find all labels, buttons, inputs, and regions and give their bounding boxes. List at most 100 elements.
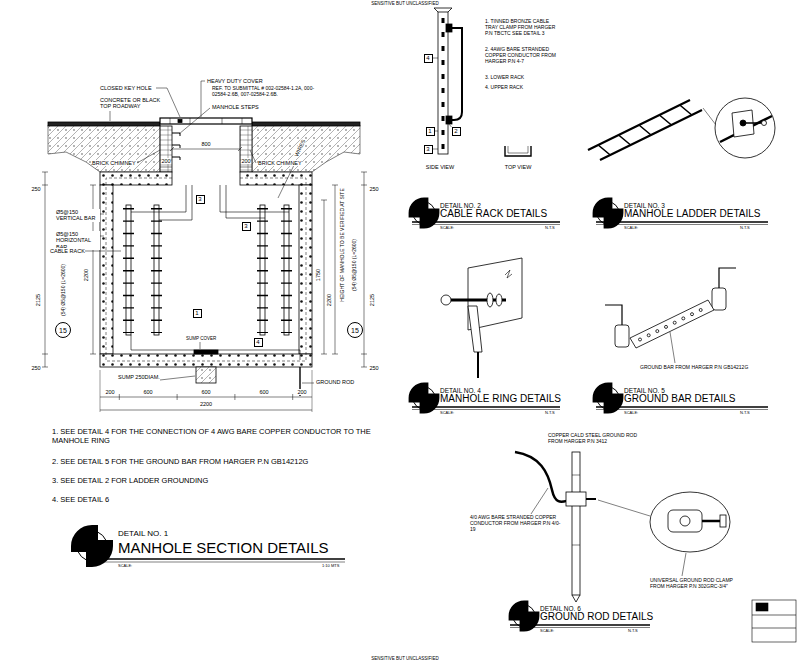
callout-number: 1 [195,310,198,316]
annotation-label: MANHOLE STEPS [212,104,259,110]
section-marker-circle: 15 [55,322,71,338]
manhole-ring-detail-part [410,384,439,413]
manhole-section-part [100,370,312,412]
ground-bar-detail-part [596,406,768,408]
classification-marking: SENSITIVE BUT UNCLASSIFIED [371,656,439,661]
manhole-section [42,81,367,566]
manhole-ring-detail-part [441,295,451,305]
general-note: 2. SEE DETAIL 5 FOR THE GROUND BAR FROM … [52,458,382,467]
manhole-ladder-detail [588,98,775,227]
callout-number: 3 [426,146,429,152]
detail-title: CABLE RACK DETAILS [440,209,547,219]
dimension-label: (54) Ø5@150 (L=2600) [61,264,67,316]
ground-bar-detail-part-part [656,330,659,333]
manhole-ladder-detail-part [596,221,768,223]
manhole-section-part [250,150,256,163]
view-label: SIDE VIEW [426,164,454,170]
title-block-part [756,603,768,611]
manhole-section-part [240,172,312,185]
annotation-label: BRICK CHIMNEY [258,160,302,166]
manhole-section-part [160,167,252,168]
manhole-ring-detail-part [477,352,479,378]
dimension-label: 2200 [200,401,212,407]
key-item: 1. TINNED BRONZE CABLE TRAY CLAMP FROM H… [485,19,557,36]
scale-label: N.T.S [545,226,555,231]
ground-bar-detail-part [712,288,726,310]
dimension-label: 250 [31,186,40,192]
callout-number: 1 [428,128,431,134]
ground-rod-detail-part [510,602,539,631]
ground-rod-detail-part [572,595,580,602]
ground-rod-detail-part [720,515,726,527]
scale-label: SCALE: [540,629,554,634]
cable-rack-detail-part [412,224,560,225]
ground-rod-detail-part [586,498,596,500]
dimension-label: 200 [241,158,250,164]
cable-rack-detail-part [446,116,452,124]
manhole-section-part [110,111,111,121]
manhole-section-part [172,133,180,160]
annotation-label: REF. TO SUBMITTAL # 002-02584-1.2A, 000-… [212,86,322,98]
cable-rack-detail-part [434,8,452,12]
dimension-label: 250 [369,365,378,371]
key-item: 2. 4AWG BARE STRANDED COPPER CONDUCTOR F… [485,47,557,64]
ground-rod-detail-part [598,500,650,516]
manhole-ladder-detail-part [596,224,768,225]
annotation-label: UNIVERSAL GROUND ROD CLAMP FROM HARGER P… [650,578,745,590]
manhole-section-part [178,120,182,123]
callout-number: 2 [454,128,457,134]
ground-rod-detail-part [510,627,650,628]
manhole-section-part [48,122,160,126]
manhole-section-part [100,185,113,354]
dimension-label: 2125 [369,294,375,306]
ground-bar-detail-part-part [682,317,685,320]
scale-label: SCALE: [624,411,638,416]
manhole-section-part [179,108,210,134]
detail-title: DETAIL NO. 1 [118,529,168,538]
callout-box: 3 [196,195,205,204]
manhole-section-part [137,150,160,163]
manhole-section-part [42,172,48,367]
ground-bar-detail-part-part [647,334,650,337]
cable-rack-detail-part [412,221,560,223]
scale-label: N.T.S [740,226,750,231]
ground-bar-detail-part-part [691,313,694,316]
ground-bar-detail-part [596,409,768,410]
ground-rod-detail [510,452,730,630]
classification-marking: SENSITIVE BUT UNCLASSIFIED [371,1,439,6]
key-item: 4. UPPER RACK [485,85,523,91]
manhole-section-part [131,185,289,220]
cable-rack-detail-part [505,146,531,156]
cable-rack-detail-part [442,18,445,150]
ground-bar-detail-part-part [639,338,642,341]
ground-rod-detail-part [515,452,572,502]
annotation-label: CONCRETE OR BLACK TOP ROADWAY [100,97,170,110]
manhole-ring-detail-part [505,270,512,278]
manhole-section-part [160,118,252,124]
callout-number: 3 [198,196,201,202]
detail-title: GROUND BAR DETAILS [624,394,736,404]
ground-rod-detail-part [572,452,580,595]
scale-label: N.T.S [628,629,638,634]
scale-label: 1:10 MTS [322,564,339,569]
callout-box: 3 [424,145,433,154]
annotation-label: HEAVY DUTY COVER [207,78,263,84]
ground-rod-detail-part [682,553,686,576]
callout-number: 4 [256,339,259,345]
general-note: 3. SEE DETAIL 2 FOR LADDER GROUNDING [52,477,382,486]
ground-rod-detail-part [680,516,690,526]
annotation-label: 4/0 AWG BARE STRANDED COPPER CONDUCTOR F… [470,515,565,532]
ground-rod-detail-part [531,488,548,514]
dimension-label: 600 [143,389,152,395]
annotation-label: HEIGHT OF MANHOLE TO BE VERIFIED AT SITE [340,188,346,301]
manhole-ring-detail-part [496,294,502,306]
manhole-section-part [252,122,360,126]
view-label: TOP VIEW [505,164,532,170]
dimension-label: 2200 [326,294,332,306]
callout-box: 2 [452,127,461,136]
ground-bar-detail-part [594,384,623,413]
title-block-part [752,600,796,642]
manhole-section-part [200,342,201,349]
manhole-section-part [160,126,172,172]
manhole-ring-detail-part [412,409,560,410]
